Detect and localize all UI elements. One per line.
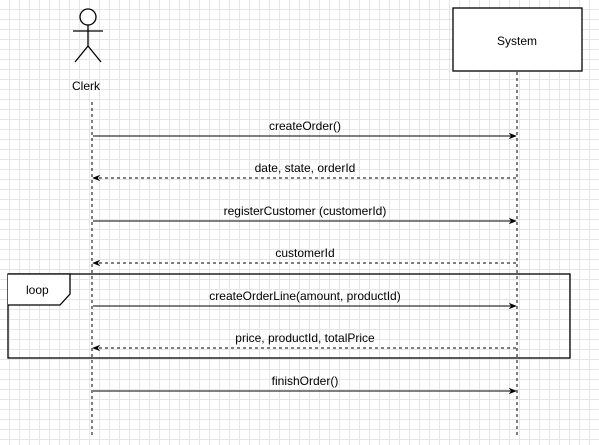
- message-6[interactable]: price, productId, totalPrice: [92, 331, 516, 352]
- message-label: price, productId, totalPrice: [235, 331, 375, 345]
- loop-fragment[interactable]: loop: [7, 273, 571, 359]
- message-7[interactable]: finishOrder(): [93, 374, 517, 395]
- message-label: finishOrder(): [272, 374, 339, 388]
- message-label: date, state, orderId: [255, 161, 356, 175]
- clerk-label: Clerk: [72, 79, 101, 93]
- message-label: createOrder(): [269, 119, 341, 133]
- message-label: customerId: [275, 246, 334, 260]
- system-participant[interactable]: System: [452, 7, 583, 72]
- loop-operator-label: loop: [26, 283, 49, 297]
- loop-fragment-tab: [8, 273, 71, 306]
- message-label: createOrderLine(amount, productId): [209, 289, 400, 303]
- message-4[interactable]: customerId: [92, 246, 516, 267]
- message-label: registerCustomer (customerId): [224, 204, 387, 218]
- actor-icon: [73, 8, 103, 63]
- message-1[interactable]: createOrder(): [93, 119, 517, 140]
- system-box: [452, 7, 583, 72]
- message-2[interactable]: date, state, orderId: [92, 161, 516, 182]
- system-label: System: [497, 34, 537, 48]
- loop-fragment-frame: [7, 273, 571, 359]
- message-3[interactable]: registerCustomer (customerId): [93, 204, 517, 225]
- clerk-actor[interactable]: Clerk: [72, 8, 103, 93]
- message-5[interactable]: createOrderLine(amount, productId): [93, 289, 517, 310]
